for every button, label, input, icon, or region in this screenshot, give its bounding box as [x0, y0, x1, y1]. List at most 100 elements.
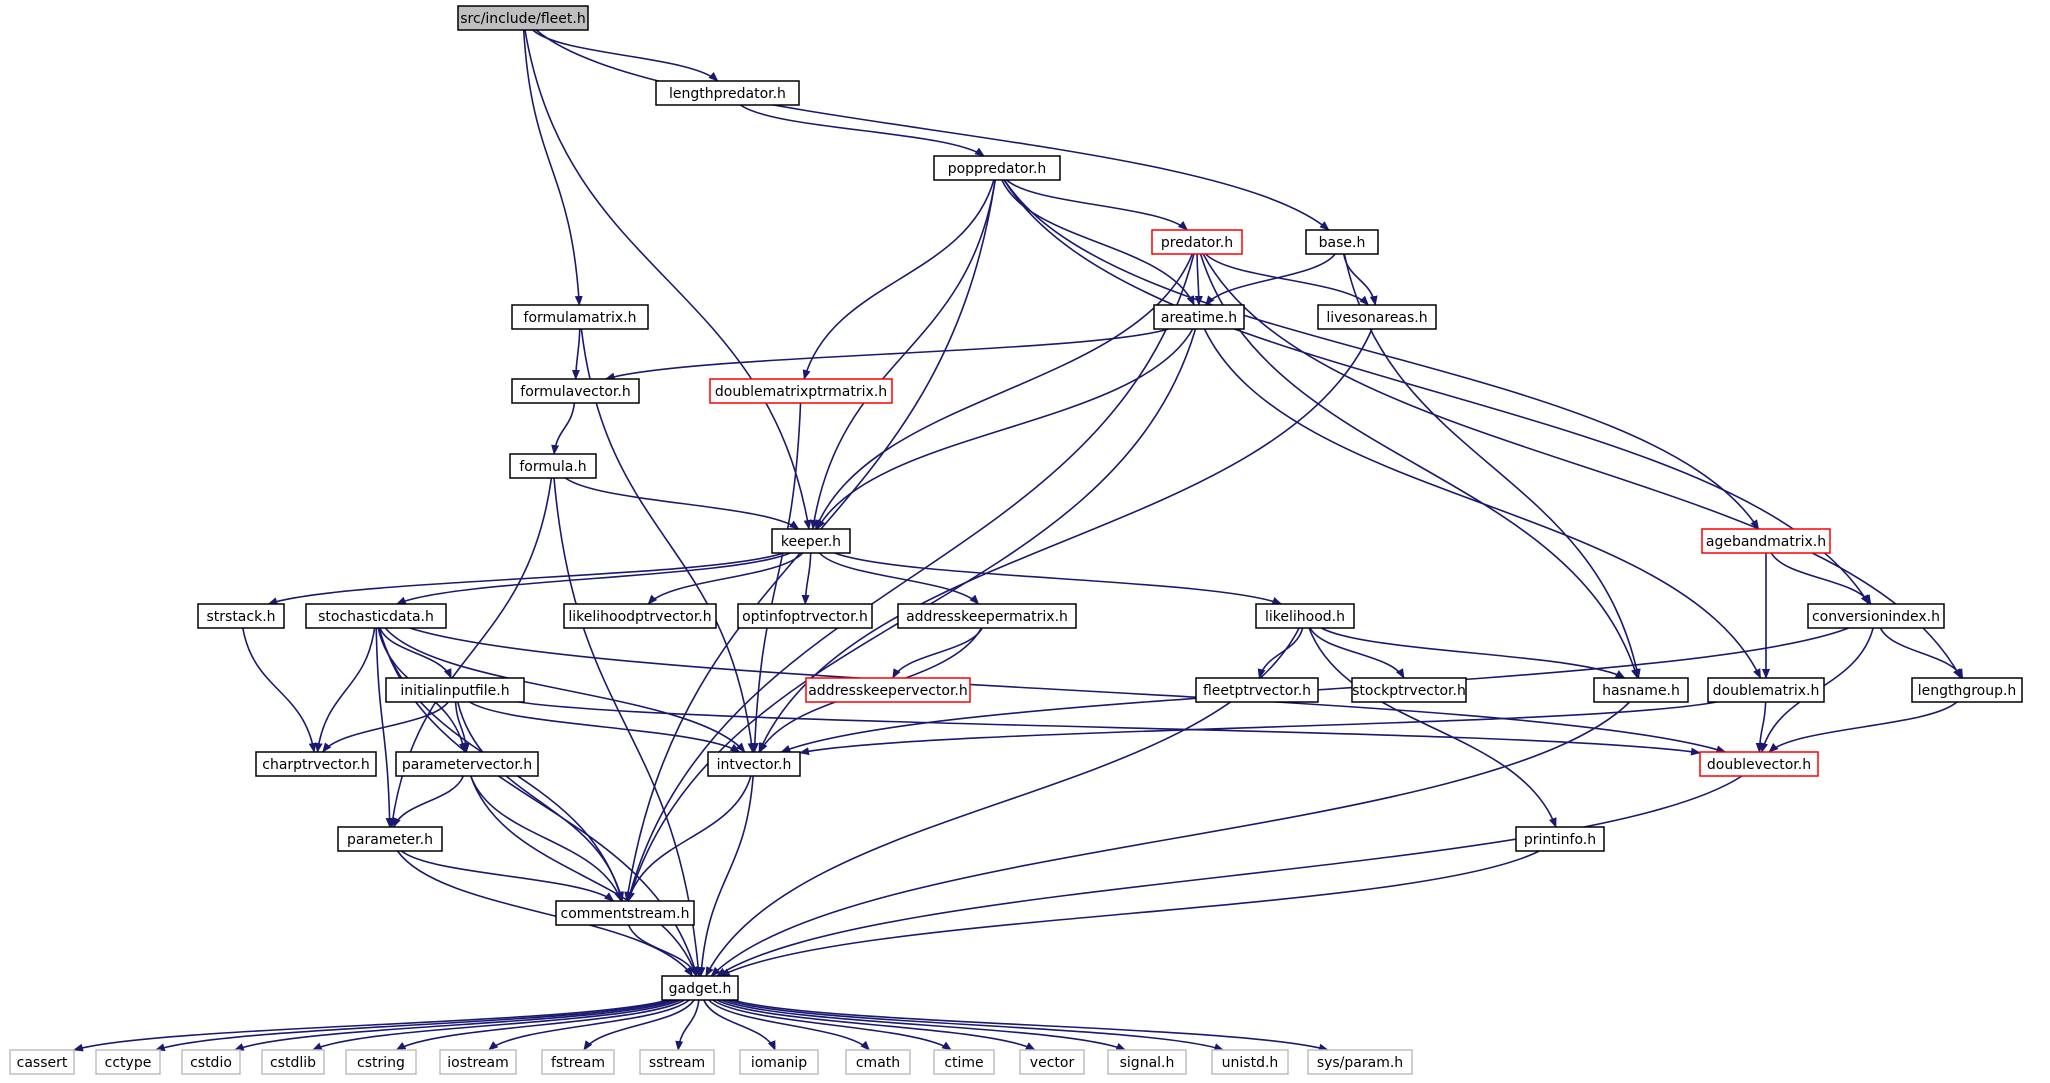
- node-commentstream[interactable]: commentstream.h: [555, 900, 695, 926]
- node-box: [1153, 304, 1245, 330]
- edge-conversionindex-to-lengthgroup: [1879, 627, 1964, 679]
- node-box: [337, 826, 443, 852]
- node-strstack[interactable]: strstack.h: [197, 603, 285, 629]
- node-box: [1107, 1049, 1187, 1075]
- node-fleet[interactable]: src/include/fleet.h: [457, 5, 589, 31]
- edge-predator-to-hasname: [1199, 253, 1639, 679]
- node-box: [737, 603, 873, 629]
- node-box: [661, 975, 739, 1001]
- node-keeper[interactable]: keeper.h: [771, 528, 851, 554]
- node-poppredator[interactable]: poppredator.h: [933, 155, 1061, 181]
- edge-poppredator-to-keeper: [810, 179, 996, 530]
- edge-gadget-to-cmath: [708, 999, 871, 1051]
- node-charptrvector[interactable]: charptrvector.h: [255, 751, 377, 777]
- node-box: [1195, 677, 1319, 703]
- edge-gadget-to-iostream: [488, 999, 690, 1051]
- node-box: [541, 1049, 615, 1075]
- edge-predator-to-commentstream: [626, 253, 1195, 902]
- node-box: [707, 751, 801, 777]
- node-doublevector[interactable]: doublevector.h: [1699, 751, 1819, 777]
- edge-parameter-to-gadget: [396, 850, 694, 977]
- node-box: [509, 453, 597, 479]
- node-label: unistd.h: [1222, 1055, 1279, 1071]
- node-label: agebandmatrix.h: [1706, 534, 1826, 550]
- node-label: signal.h: [1120, 1055, 1175, 1071]
- edge-stochasticdata-to-initialinputfile: [379, 627, 452, 679]
- node-base[interactable]: base.h: [1305, 229, 1379, 255]
- node-agebandmatrix[interactable]: agebandmatrix.h: [1701, 528, 1831, 554]
- node-gadget[interactable]: gadget.h: [661, 975, 739, 1001]
- edge-gadget-to-cassert: [73, 999, 669, 1052]
- node-doublematrix[interactable]: doublematrix.h: [1707, 677, 1825, 703]
- edge-gadget-to-sstream: [675, 999, 700, 1051]
- edge-initialinputfile-to-doublevector: [518, 701, 1701, 756]
- node-label: fleetptrvector.h: [1203, 683, 1311, 699]
- edge-fleet-to-keeper: [524, 29, 812, 530]
- node-label: charptrvector.h: [262, 757, 369, 773]
- node-label: formulamatrix.h: [524, 310, 637, 326]
- node-box: [95, 1049, 161, 1075]
- edge-gadget-to-cctype: [154, 999, 673, 1052]
- node-areatime[interactable]: areatime.h: [1153, 304, 1245, 330]
- node-addresskeepervector[interactable]: addresskeepervector.h: [805, 677, 971, 703]
- node-parameter[interactable]: parameter.h: [337, 826, 443, 852]
- edge-gadget-to-unistd: [726, 999, 1225, 1051]
- node-box: [9, 1049, 75, 1075]
- node-parametervector[interactable]: parametervector.h: [395, 751, 539, 777]
- node-label: lengthgroup.h: [1918, 683, 2017, 699]
- node-box: [511, 378, 640, 404]
- node-label: keeper.h: [781, 534, 841, 550]
- node-box: [739, 1049, 819, 1075]
- edge-keeper-to-strstack: [267, 552, 784, 605]
- node-stockptrvector[interactable]: stockptrvector.h: [1351, 677, 1467, 703]
- node-lengthpredator[interactable]: lengthpredator.h: [655, 80, 800, 106]
- node-predator[interactable]: predator.h: [1151, 229, 1243, 255]
- node-stochasticdata[interactable]: stochasticdata.h: [305, 603, 447, 629]
- edge-gadget-to-cstdio: [233, 999, 677, 1051]
- edge-fleet-to-lengthpredator: [532, 29, 719, 82]
- edge-fleet-to-formulamatrix: [522, 29, 583, 306]
- header-nodes: src/include/fleet.h lengthpredator.h poppr…: [9, 5, 2023, 1075]
- node-label: fstream: [551, 1055, 605, 1071]
- node-sysparam: sys/param.h: [1307, 1049, 1413, 1075]
- edge-livesonareas-to-intvector: [758, 328, 1373, 753]
- edge-gadget-to-vector: [716, 999, 1036, 1051]
- node-optinfoptrvector[interactable]: optinfoptrvector.h: [737, 603, 873, 629]
- node-box: [181, 1049, 241, 1075]
- node-box: [933, 155, 1061, 181]
- node-doublematrixptrmatrix[interactable]: doublematrixptrmatrix.h: [709, 378, 893, 404]
- node-iostream: iostream: [439, 1049, 517, 1075]
- node-iomanip: iomanip: [739, 1049, 819, 1075]
- node-label: commentstream.h: [561, 906, 690, 922]
- node-label: ctime: [944, 1055, 983, 1071]
- node-addresskeepermatrix[interactable]: addresskeepermatrix.h: [897, 603, 1077, 629]
- node-label: gadget.h: [669, 981, 732, 997]
- node-box: [845, 1049, 911, 1075]
- node-conversionindex[interactable]: conversionindex.h: [1807, 603, 1945, 629]
- node-initialinputfile[interactable]: initialinputfile.h: [385, 677, 525, 703]
- node-printinfo[interactable]: printinfo.h: [1515, 826, 1605, 852]
- node-likelihood[interactable]: likelihood.h: [1255, 603, 1355, 629]
- node-label: optinfoptrvector.h: [742, 609, 868, 625]
- node-likelihoodptrvector[interactable]: likelihoodptrvector.h: [563, 603, 717, 629]
- node-box: [1593, 677, 1689, 703]
- node-intvector[interactable]: intvector.h: [707, 751, 801, 777]
- edge-addresskeepermatrix-to-addresskeepervector: [892, 627, 983, 679]
- edge-poppredator-to-conversionindex: [1003, 179, 1870, 605]
- edge-likelihood-to-hasname: [1320, 627, 1626, 679]
- node-lengthgroup[interactable]: lengthgroup.h: [1911, 677, 2023, 703]
- edge-parametervector-to-parameter: [392, 775, 465, 828]
- node-label: intvector.h: [717, 757, 792, 773]
- node-hasname[interactable]: hasname.h: [1593, 677, 1689, 703]
- node-label: vector: [1030, 1055, 1075, 1071]
- node-box: [511, 304, 649, 330]
- edge-formula-to-keeper: [564, 477, 800, 530]
- node-formula[interactable]: formula.h: [509, 453, 597, 479]
- node-label: poppredator.h: [948, 161, 1047, 177]
- node-livesonareas[interactable]: livesonareas.h: [1317, 304, 1437, 330]
- node-formulamatrix[interactable]: formulamatrix.h: [511, 304, 649, 330]
- node-label: doublematrix.h: [1713, 683, 1820, 699]
- node-cstdlib: cstdlib: [261, 1049, 325, 1075]
- node-formulavector[interactable]: formulavector.h: [511, 378, 640, 404]
- node-fleetptrvector[interactable]: fleetptrvector.h: [1195, 677, 1319, 703]
